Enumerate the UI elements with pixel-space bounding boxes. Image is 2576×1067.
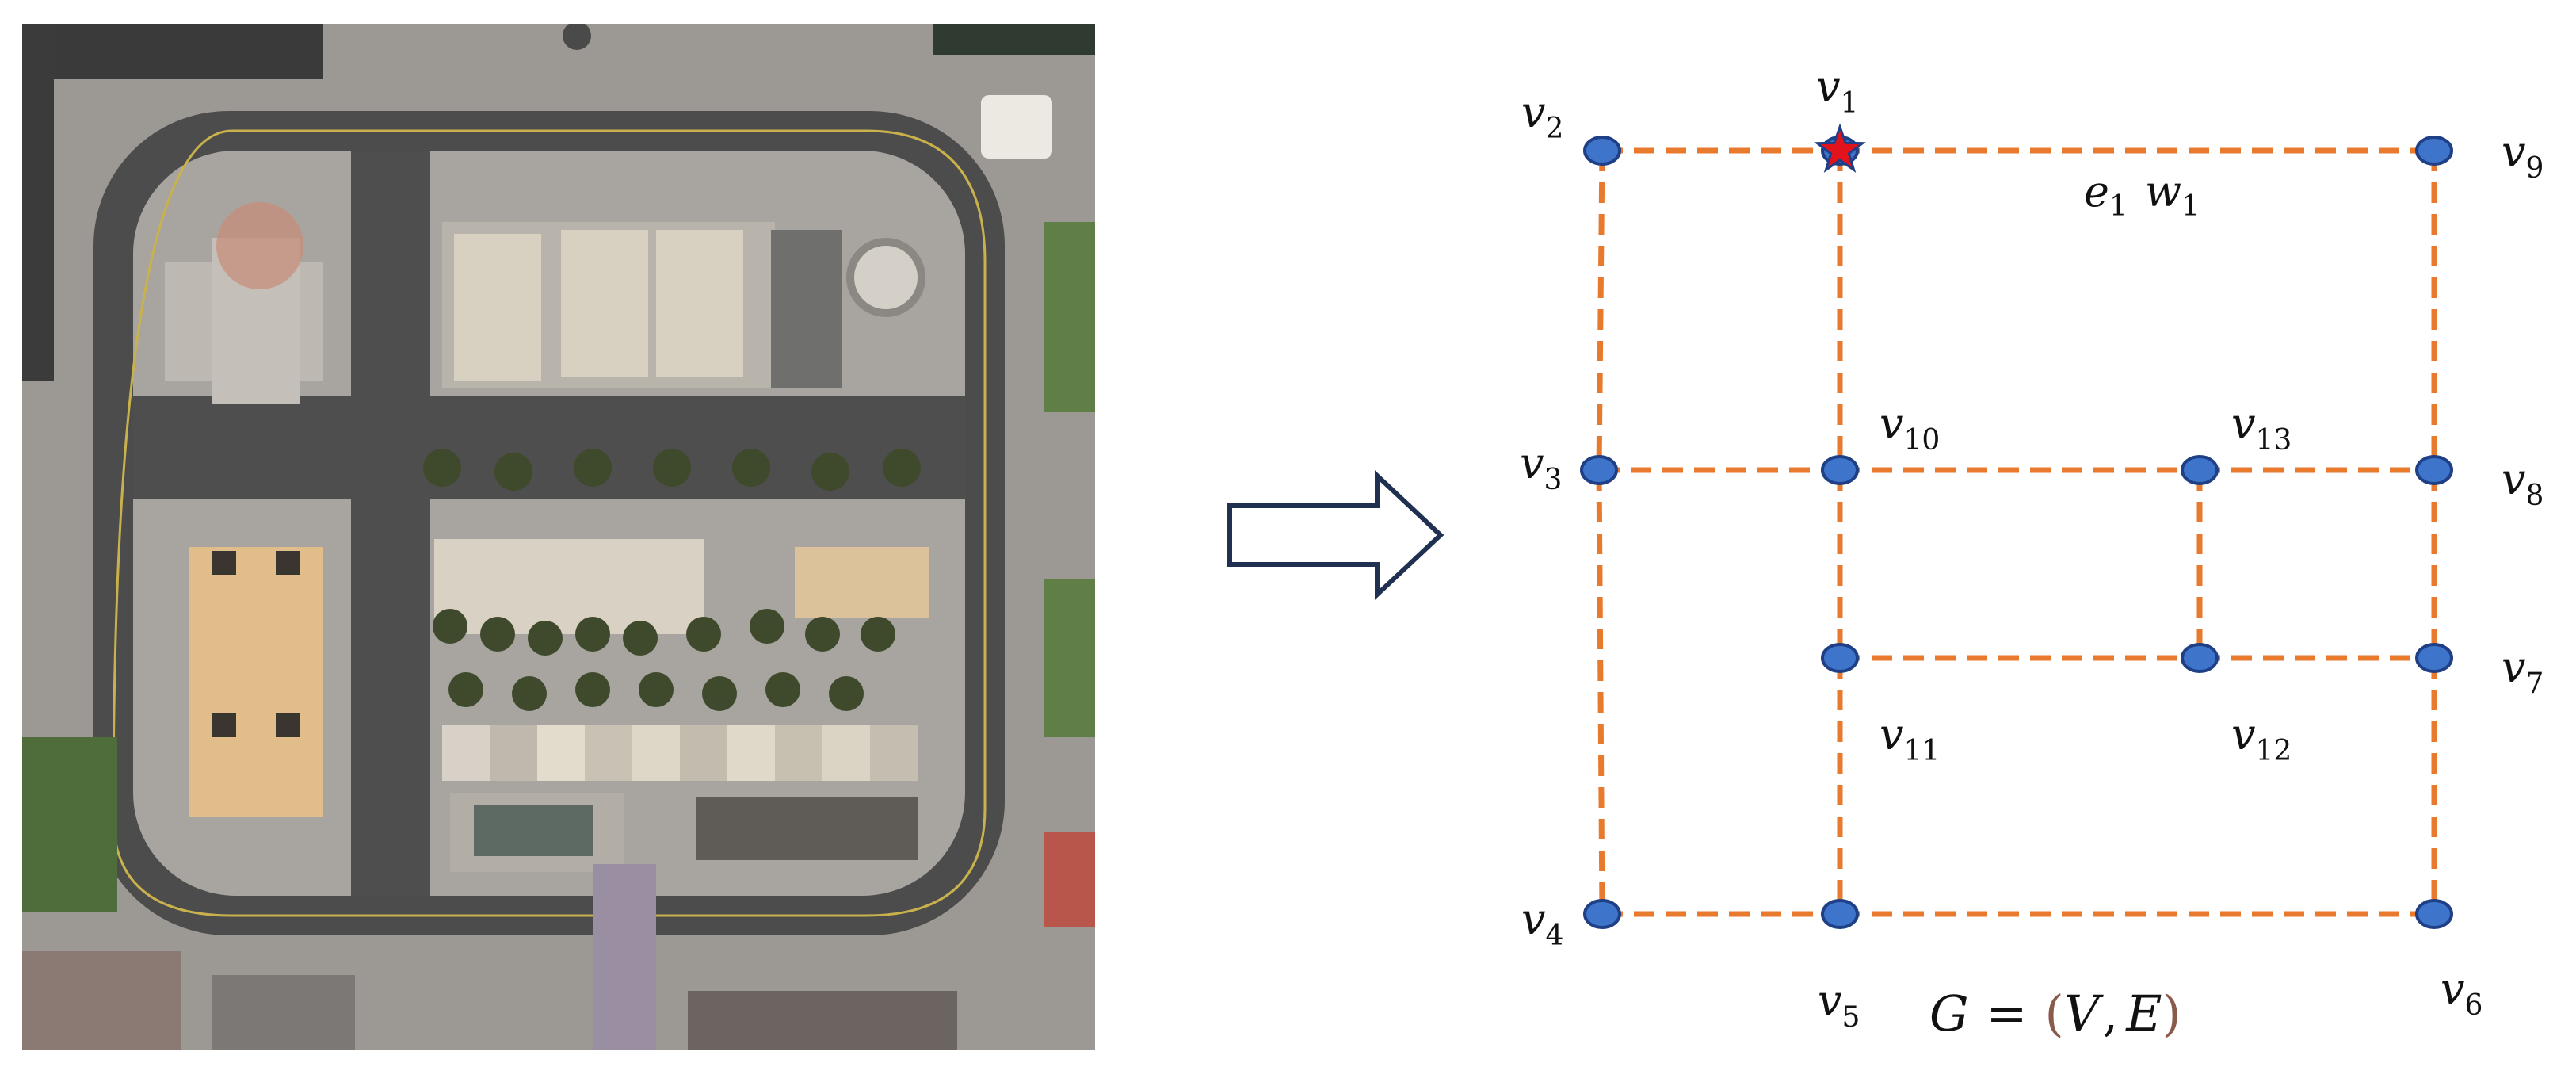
graph-edges [1596, 147, 2437, 917]
graph-node-v9 [2415, 136, 2453, 166]
graph-nodes [1580, 123, 2453, 929]
node-label-v11: v11 [1880, 709, 1940, 767]
graph-edge-v3-v4 [1596, 469, 1605, 915]
node-label-v5: v5 [1818, 976, 1860, 1034]
node-label-v12: v12 [2231, 709, 2292, 767]
right-arrow-icon [1227, 470, 1444, 600]
graph-node-v11 [1821, 643, 1859, 673]
node-label-v2: v2 [1521, 87, 1563, 145]
node-label-v1: v1 [1816, 62, 1858, 120]
node-label-v8: v8 [2502, 454, 2544, 512]
start-star-icon [1814, 123, 1866, 174]
graph-node-v8 [2415, 455, 2453, 485]
graph-node-v10 [1821, 455, 1859, 485]
graph-node-v6 [2415, 899, 2453, 929]
node-label-v6: v6 [2441, 964, 2483, 1022]
graph-node-v12 [2181, 643, 2219, 673]
graph-node-labels: v2 v1 v9 v3 v10 v13 v8 v11 v12 v7 v4 v5 v6 [1520, 62, 2544, 1034]
node-label-v9: v9 [2502, 127, 2544, 185]
graph-node-v13 [2181, 455, 2219, 485]
graph-node-v4 [1583, 899, 1621, 929]
graph-node-v7 [2415, 643, 2453, 673]
graph-caption: G=(V,E) [1929, 985, 2181, 1042]
node-label-v10: v10 [1880, 399, 1940, 457]
node-label-v3: v3 [1520, 438, 1562, 496]
graph-node-v5 [1821, 899, 1859, 929]
graph-node-v2 [1583, 136, 1621, 166]
graph-node-v3 [1580, 455, 1618, 485]
node-label-v13: v13 [2231, 399, 2292, 457]
graph-edge-v2-v3 [1596, 150, 1605, 471]
node-label-v7: v7 [2502, 642, 2544, 700]
node-label-v4: v4 [1521, 894, 1563, 952]
aerial-map-image [22, 24, 1095, 1050]
